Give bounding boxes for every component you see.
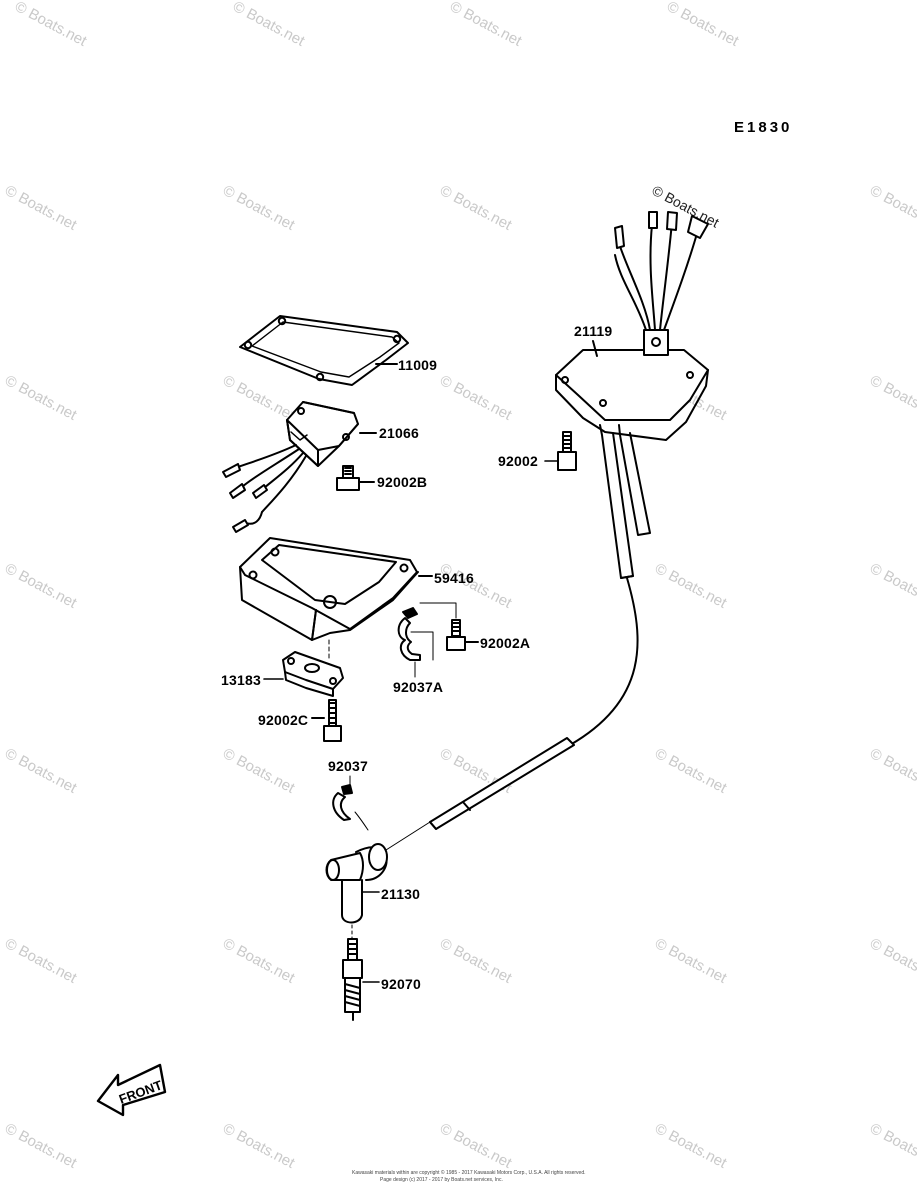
part-label-21119[interactable]: 21119 <box>574 323 613 339</box>
copyright-line: Page design (c) 2017 - 2017 by Boats.net… <box>380 1177 503 1183</box>
part-label-92002A[interactable]: 92002A <box>480 635 531 651</box>
part-label-92037A[interactable]: 92037A <box>393 679 444 695</box>
part-label-59416[interactable]: 59416 <box>434 570 474 586</box>
part-label-92002B[interactable]: 92002B <box>377 474 428 490</box>
regulator-21066 <box>222 401 377 533</box>
high-tension-lead <box>429 577 639 830</box>
part-label-92070[interactable]: 92070 <box>381 976 421 992</box>
bolt-92002B <box>336 465 375 491</box>
cdi-unit-21119 <box>544 211 709 579</box>
part-label-21066[interactable]: 21066 <box>379 425 419 441</box>
gasket-11009 <box>239 315 409 386</box>
cover-59416 <box>239 537 433 641</box>
front-arrow-icon <box>96 1063 167 1117</box>
part-label-92037[interactable]: 92037 <box>328 758 368 774</box>
clip-92037 <box>332 775 369 831</box>
part-label-13183[interactable]: 13183 <box>221 672 261 688</box>
bolt-92002A <box>410 602 479 661</box>
plug-cap-21130 <box>325 821 431 924</box>
clamp-92037A <box>397 607 421 678</box>
part-label-11009[interactable]: 11009 <box>398 357 438 373</box>
diagram-code: E1830 <box>734 119 793 136</box>
part-label-92002C[interactable]: 92002C <box>258 712 309 728</box>
plate-13183 <box>263 639 344 697</box>
spark-plug-92070 <box>342 924 380 1021</box>
part-label-21130[interactable]: 21130 <box>381 886 421 902</box>
part-label-92002[interactable]: 92002 <box>498 453 538 469</box>
bolt-92002C <box>311 699 342 742</box>
copyright-line: Kawasaki materials within are copyright … <box>352 1170 586 1176</box>
